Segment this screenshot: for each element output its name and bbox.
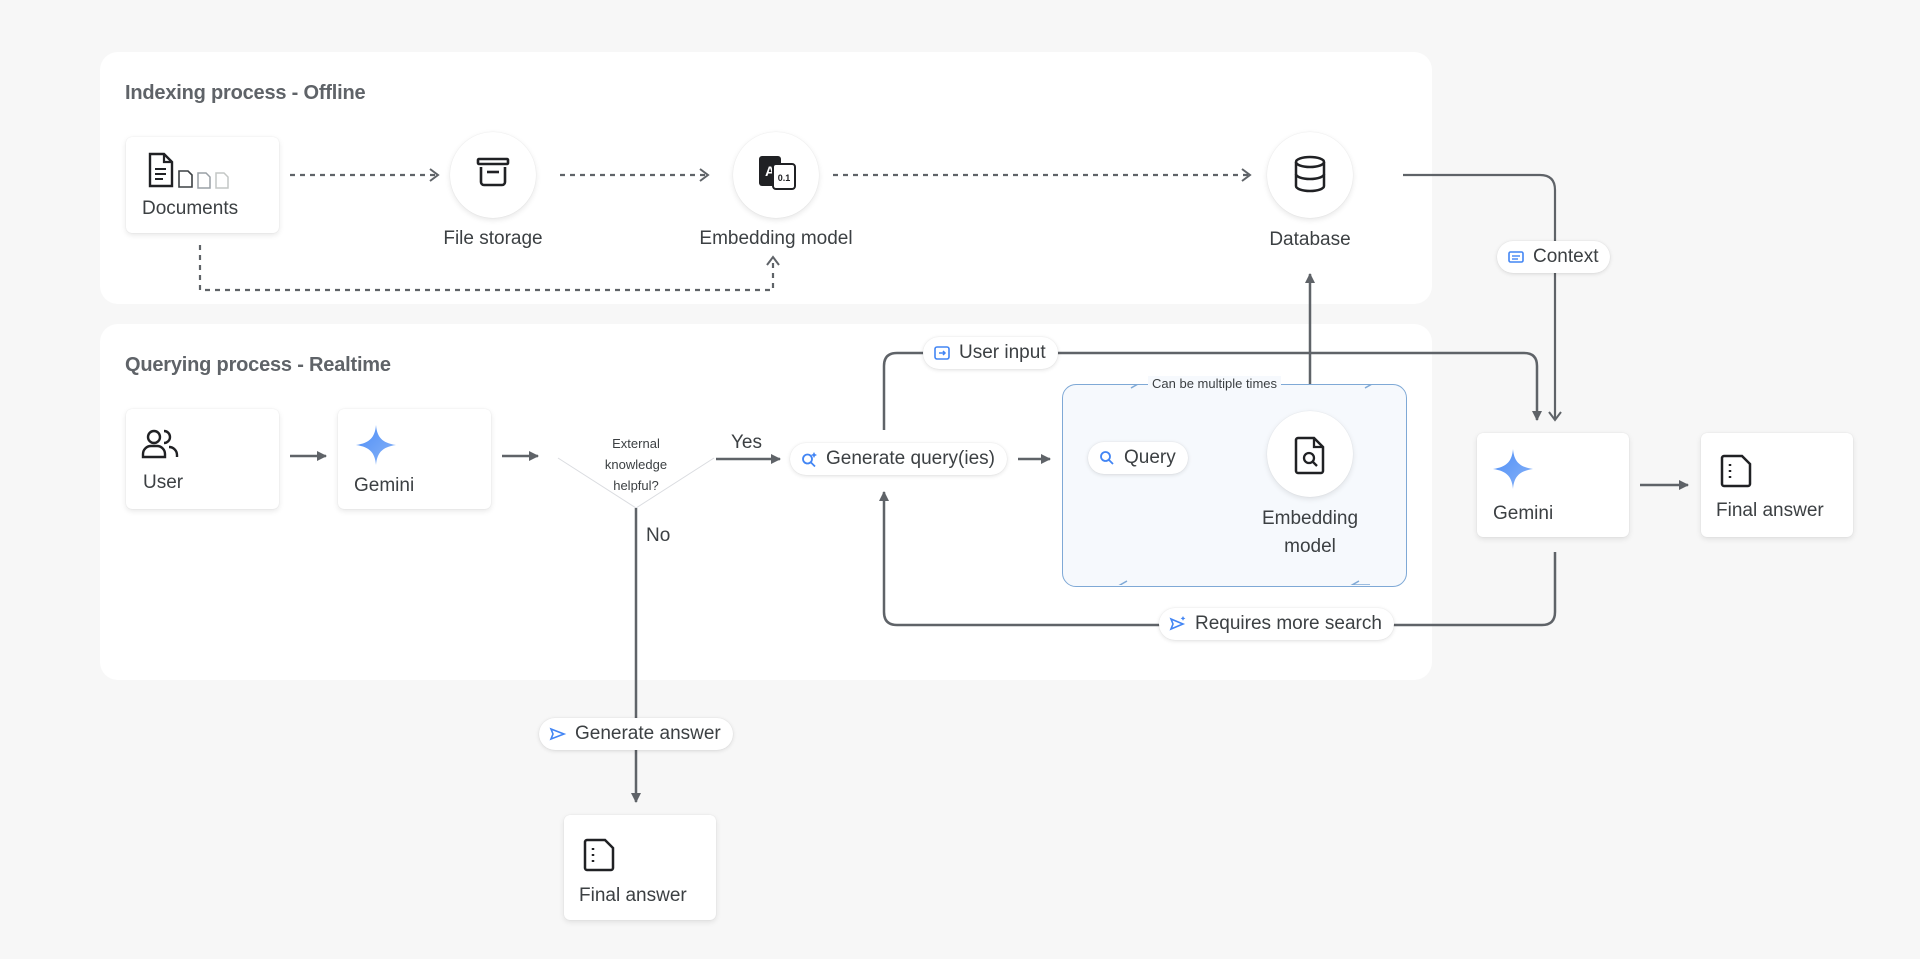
users-icon [141, 429, 179, 459]
final-answer-bottom-card[interactable]: Final answer [564, 815, 716, 920]
loop-label: Can be multiple times [1148, 376, 1281, 391]
final-answer-card[interactable]: Final answer [1701, 433, 1853, 537]
gemini-sparkle-icon [1493, 449, 1533, 489]
user-card[interactable]: User [126, 409, 279, 509]
embedding-icon: A 0.1 [759, 156, 796, 190]
search-icon [1100, 451, 1114, 465]
query-embedding-node[interactable] [1267, 411, 1353, 497]
database-icon [1294, 155, 1326, 193]
final-answer-label: Final answer [1716, 500, 1824, 521]
generate-query-label: Generate query(ies) [826, 448, 995, 469]
database-node[interactable] [1267, 132, 1353, 218]
yes-label: Yes [731, 432, 762, 453]
decision-line-2: knowledge [604, 457, 668, 472]
query-embedding-line-2: model [1284, 536, 1336, 557]
gemini-output-card[interactable]: Gemini [1477, 433, 1629, 537]
arrow-user-input [882, 351, 1542, 430]
input-icon [934, 346, 950, 360]
user-input-label: User input [959, 342, 1046, 363]
context-icon [1508, 251, 1524, 263]
generate-query-pill: Generate query(ies) [790, 443, 1007, 475]
no-label: No [646, 525, 671, 546]
user-input-pill: User input [923, 337, 1058, 369]
gemini-output-label: Gemini [1493, 503, 1554, 524]
send-icon [549, 727, 567, 741]
final-answer-icon [583, 838, 615, 872]
documents-label: Documents [142, 198, 239, 219]
file-storage-label: File storage [443, 228, 543, 249]
database-label: Database [1269, 229, 1351, 250]
decision-text: External knowledge helpful? [580, 433, 692, 496]
arrow-docs-to-embed [198, 245, 780, 292]
requires-more-search-label: Requires more search [1195, 613, 1382, 634]
context-label: Context [1533, 246, 1599, 267]
archive-icon [476, 157, 510, 187]
svg-text:0.1: 0.1 [778, 173, 791, 183]
decision-line-1: External [612, 436, 660, 451]
gemini-sparkle-icon [356, 425, 396, 465]
querying-title: Querying process - Realtime [125, 354, 391, 376]
requires-more-search-pill: Requires more search [1159, 608, 1394, 640]
generate-answer-pill: Generate answer [539, 718, 733, 750]
document-search-icon [1294, 436, 1325, 475]
send-sparkle-icon [1169, 616, 1186, 631]
documents-icon [148, 152, 229, 189]
search-sparkle-icon [802, 452, 817, 468]
user-label: User [143, 472, 184, 493]
final-answer-bottom-label: Final answer [579, 885, 687, 906]
query-label: Query [1124, 447, 1176, 468]
file-storage-node[interactable] [450, 132, 536, 218]
context-pill: Context [1497, 241, 1611, 273]
indexing-title: Indexing process - Offline [125, 82, 366, 104]
svg-text:A: A [765, 163, 775, 179]
decision-diamond [557, 418, 715, 508]
gemini-card[interactable]: Gemini [338, 409, 491, 509]
query-pill: Query [1088, 442, 1188, 474]
arrow-db-to-gemini [1403, 173, 1562, 422]
search-loop-box [1062, 384, 1407, 587]
embedding-model-node[interactable]: A 0.1 [733, 132, 819, 218]
decision-line-3: helpful? [613, 478, 659, 493]
generate-answer-label: Generate answer [575, 723, 721, 744]
query-embedding-label: Embedding model [1240, 505, 1380, 561]
embedding-model-label: Embedding model [699, 228, 853, 249]
query-embedding-line-1: Embedding [1261, 508, 1359, 529]
gemini-label: Gemini [354, 475, 415, 496]
final-answer-icon [1720, 454, 1752, 488]
documents-card[interactable]: Documents [126, 137, 279, 233]
